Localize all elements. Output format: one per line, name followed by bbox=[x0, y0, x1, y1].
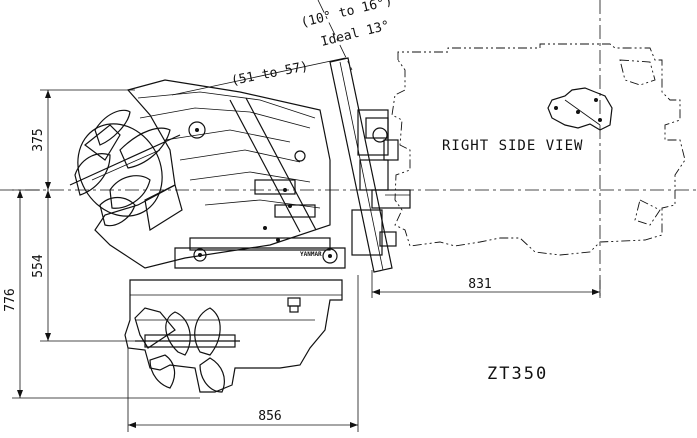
gimbal-housing: YANMAR bbox=[174, 237, 346, 269]
dimension-856: 856 bbox=[258, 409, 281, 424]
model-label: ZT350 bbox=[487, 364, 548, 384]
lower-propeller bbox=[134, 307, 240, 393]
dimension-375: 375 bbox=[31, 128, 46, 151]
dimension-831: 831 bbox=[468, 277, 491, 292]
dimension-776: 776 bbox=[3, 288, 18, 311]
tilted-propeller bbox=[69, 109, 181, 227]
angle-dimension-label: (51 to 57) bbox=[230, 59, 310, 89]
engine-bracket bbox=[547, 87, 613, 131]
brand-label: YANMAR bbox=[300, 251, 322, 258]
transom-hardware bbox=[351, 109, 411, 256]
engine-outline bbox=[391, 43, 686, 256]
dimension-554: 554 bbox=[31, 254, 46, 278]
center-lines bbox=[0, 0, 697, 300]
dimension-lines bbox=[12, 57, 601, 432]
transom-plate bbox=[329, 57, 393, 273]
lower-drive bbox=[124, 279, 343, 393]
tilted-drive bbox=[94, 79, 331, 269]
view-label: RIGHT SIDE VIEW bbox=[442, 138, 583, 154]
